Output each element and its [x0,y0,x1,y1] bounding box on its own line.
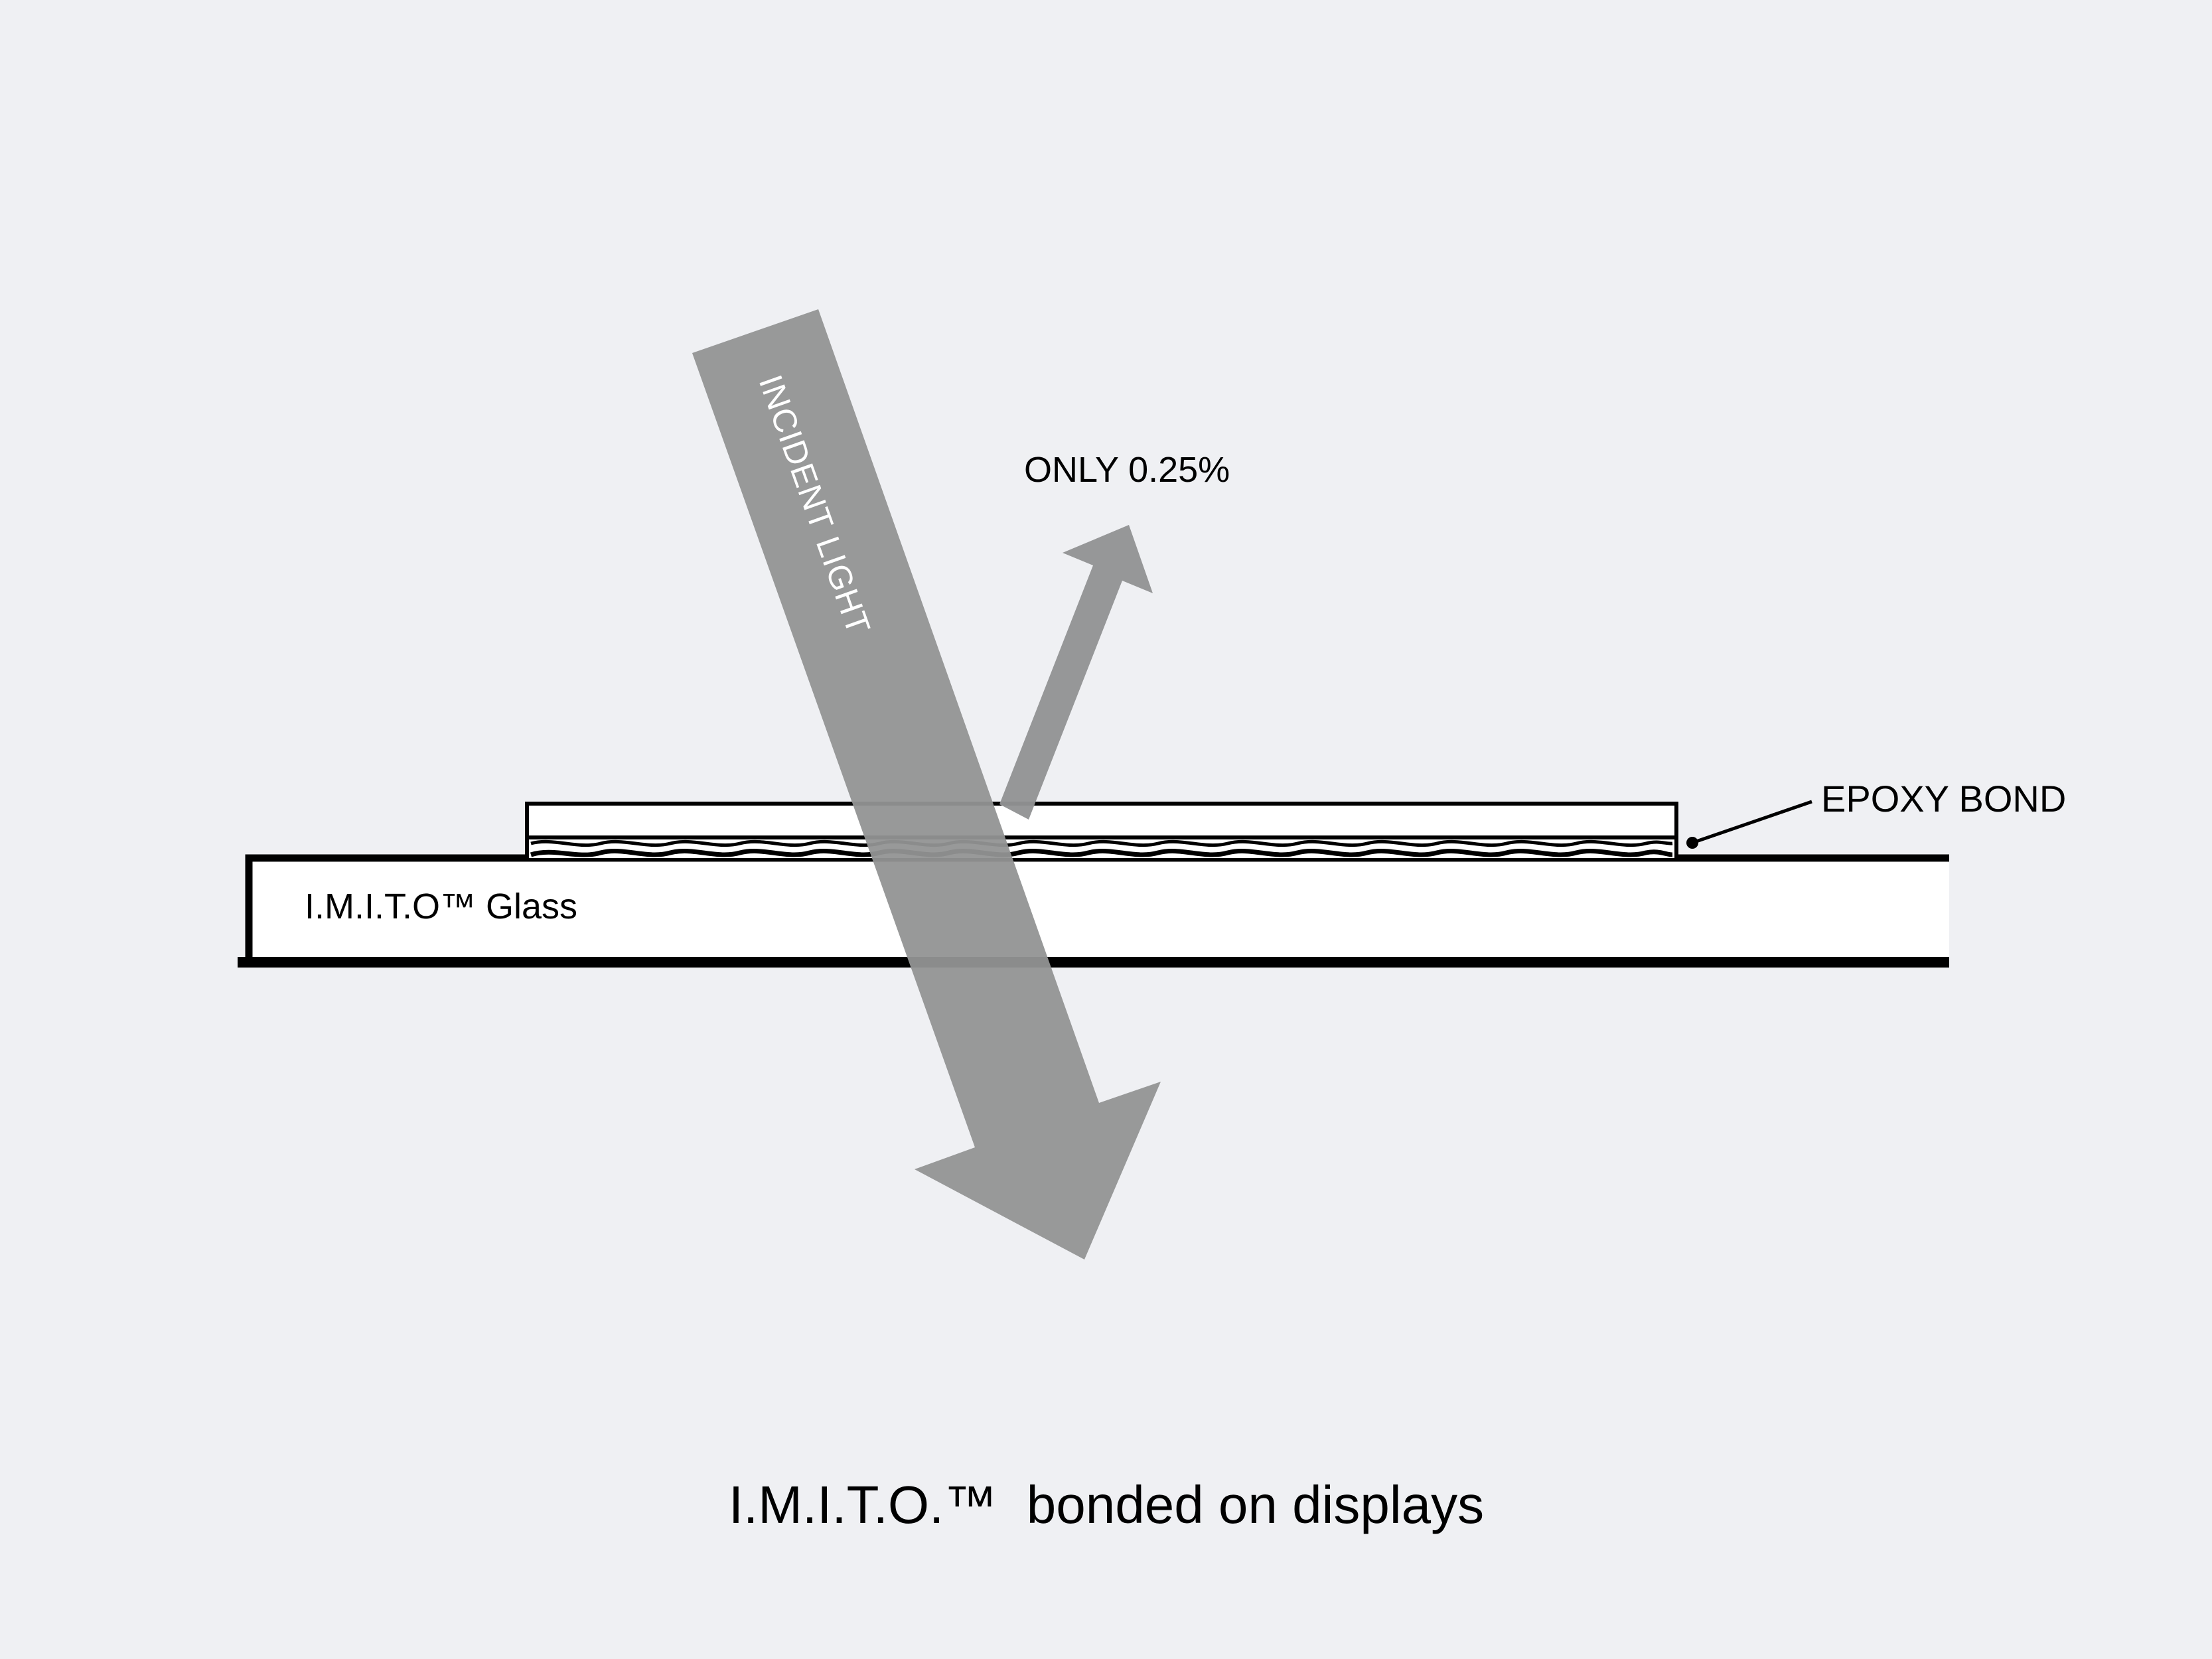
glass-label: I.M.I.T.O™ Glass [305,887,577,926]
diagram-caption: I.M.I.T.O.™ bonded on displays [729,1475,1484,1534]
imito-film-layer [525,802,1678,839]
epoxy-bond-layer [525,837,1678,858]
epoxy-callout-dot [1686,837,1698,849]
reflected-percentage-label: ONLY 0.25% [1024,450,1230,490]
reflected-light-arrow [999,525,1153,820]
epoxy-callout-leader [1692,800,1812,845]
incident-light-arrow [692,309,1161,1260]
epoxy-bond-callout [1686,800,1812,849]
epoxy-bond-label: EPOXY BOND [1821,778,2066,820]
